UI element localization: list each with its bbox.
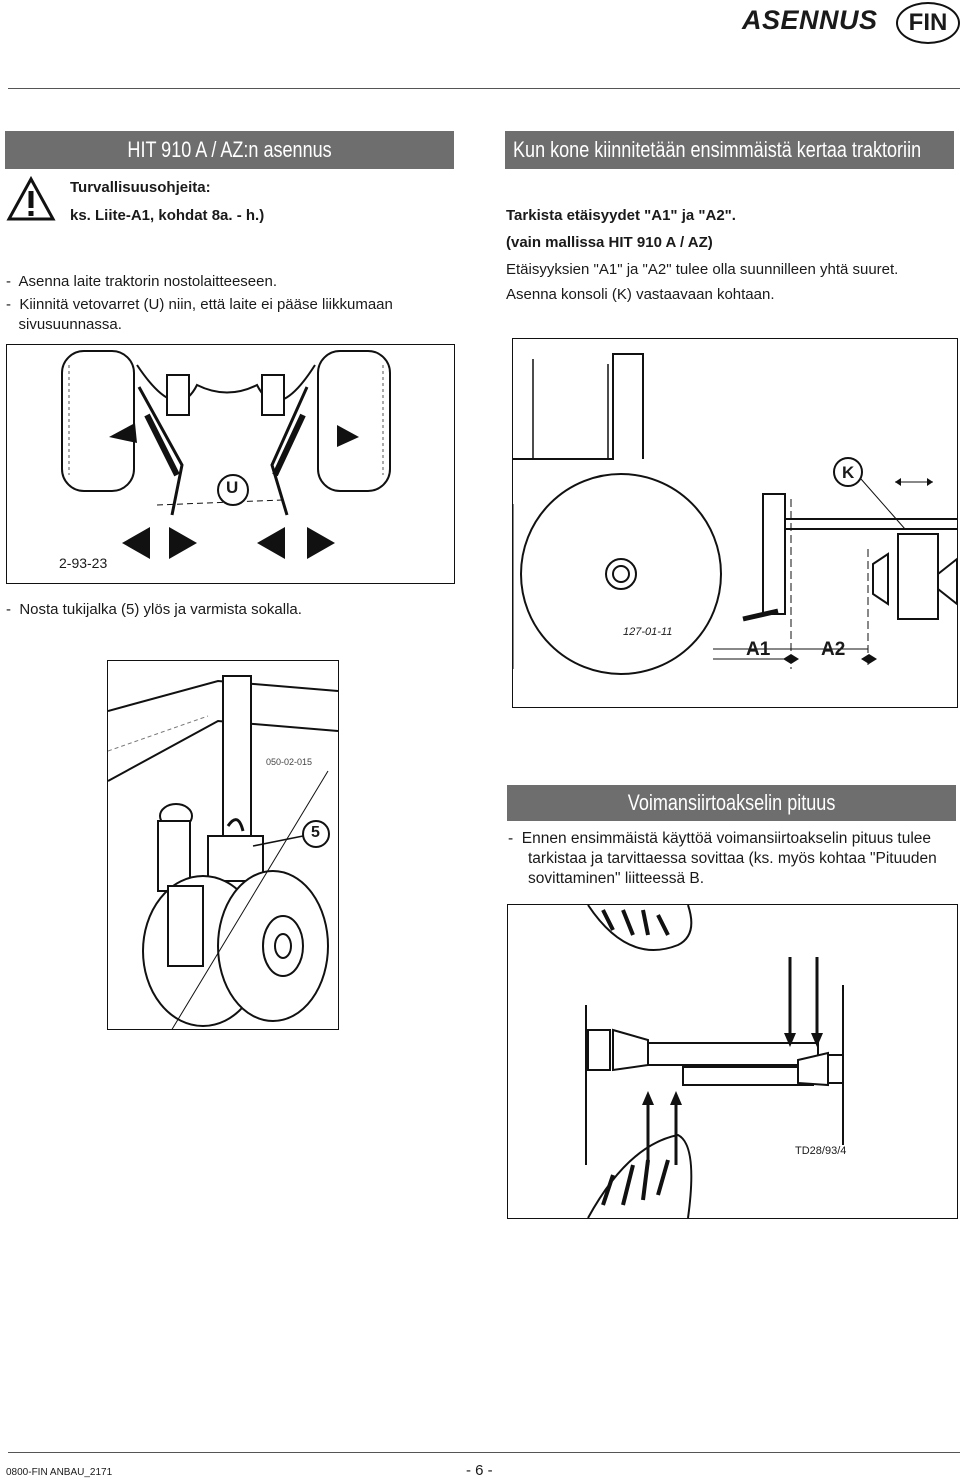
figure-code-pto: TD28/93/4 [795, 1145, 847, 1157]
pto-shaft-drawing [585, 904, 844, 1219]
figure-pto-shaft: TD28/93/4 [507, 904, 958, 1219]
label-u: U [226, 478, 239, 497]
left-section-heading-bar: HIT 910 A / AZ:n asennus [5, 131, 454, 169]
section-title: ASENNUS [742, 5, 878, 35]
language-badge: FIN [896, 2, 960, 44]
pto-heading-bar: Voimansiirtoakselin pituus [507, 785, 956, 821]
step-support-leg: - Nosta tukijalka (5) ylös ja varmista s… [6, 601, 302, 618]
header-rule [8, 88, 960, 89]
document-code: 0800-FIN ANBAU_2171 [6, 1467, 113, 1478]
lower-links-drawing [61, 350, 391, 559]
figure-code-distances: 127-01-11 [623, 626, 673, 638]
bracket-instruction: Asenna konsoli (K) vastaavaan kohtaan. [506, 286, 775, 303]
label-a2: A2 [821, 639, 846, 660]
safety-reference: ks. Liite-A1, kohdat 8a. - h.) [70, 207, 265, 224]
label-5: 5 [311, 824, 320, 841]
step-mount: - Asenna laite traktorin nostolaitteesee… [6, 273, 277, 290]
model-note: (vain mallissa HIT 910 A / AZ) [506, 234, 713, 251]
step-lower-links: - Kiinnitä vetovarret (U) niin, että lai… [6, 296, 393, 313]
label-k: K [842, 463, 855, 482]
pto-line-1: - Ennen ensimmäistä käyttöä voimansiirto… [508, 830, 932, 847]
pto-line-3: sovittaminen" liitteessä B. [528, 870, 705, 887]
figure-distances: K 127-01-11 A1 A2 [512, 338, 958, 708]
right-section-heading: Kun kone kiinnitetään ensimmäistä kertaa… [513, 137, 922, 162]
footer-rule [8, 1452, 960, 1453]
figure-support-leg: 050-02-015 5 [107, 660, 339, 1037]
figure-code-support-leg: 050-02-015 [266, 757, 313, 767]
warning-icon [6, 176, 56, 221]
label-a1: A1 [746, 639, 771, 660]
distance-instruction: Etäisyyksien "A1" ja "A2" tulee olla suu… [506, 261, 899, 278]
figure-lower-links: U 2-93-23 [6, 344, 455, 584]
pto-heading: Voimansiirtoakselin pituus [627, 790, 836, 815]
safety-label: Turvallisuusohjeita: [70, 179, 211, 196]
left-section-heading: HIT 910 A / AZ:n asennus [127, 137, 332, 162]
support-leg-drawing [107, 675, 339, 1037]
step-lower-links-cont: sivusuunnassa. [6, 316, 122, 333]
check-distances: Tarkista etäisyydet "A1" ja "A2". [506, 207, 736, 224]
page-number: - 6 - [466, 1462, 493, 1479]
pto-line-2: tarkistaa ja tarvittaessa sovittaa (ks. … [528, 850, 937, 867]
right-section-heading-bar: Kun kone kiinnitetään ensimmäistä kertaa… [505, 131, 954, 169]
figure-code-lower-links: 2-93-23 [59, 555, 108, 571]
distances-drawing [512, 353, 958, 675]
